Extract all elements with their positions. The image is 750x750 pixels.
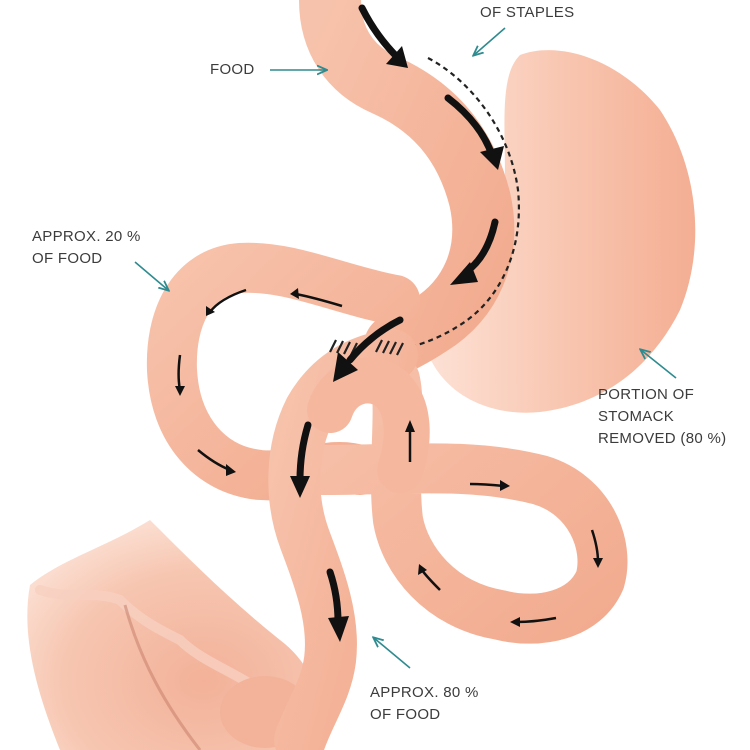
pointer-approx-20 bbox=[134, 261, 168, 290]
flow-arrow bbox=[333, 316, 404, 382]
flow-arrow-small bbox=[510, 616, 557, 627]
colon bbox=[27, 520, 320, 750]
staple-line bbox=[404, 57, 520, 350]
label-removed-line2: STOMACK bbox=[598, 408, 675, 425]
limb-80-percent-loop bbox=[295, 355, 628, 644]
flow-arrow bbox=[358, 4, 408, 68]
flow-arrow bbox=[450, 218, 499, 285]
flow-arrow bbox=[290, 421, 312, 498]
label-food-text: FOOD bbox=[210, 61, 255, 78]
upper-bridge-loop bbox=[307, 357, 430, 493]
label-food: FOOD bbox=[210, 59, 255, 81]
label-approx-20-line1: APPROX. 20 % bbox=[32, 228, 141, 245]
pointer-removed bbox=[641, 350, 677, 379]
flow-arrow-small bbox=[206, 288, 247, 316]
flow-arrow-small bbox=[175, 354, 185, 396]
label-staples: OF STAPLES bbox=[480, 2, 574, 24]
label-approx-80: APPROX. 80 % OF FOOD bbox=[370, 682, 479, 726]
flow-arrow-small bbox=[405, 420, 415, 462]
pointer-lines bbox=[134, 27, 677, 669]
flow-arrow-small bbox=[290, 288, 343, 308]
stomach-pouch bbox=[299, 0, 515, 376]
label-removed-line1: PORTION OF bbox=[598, 386, 695, 403]
flow-arrow-small bbox=[197, 449, 236, 476]
label-removed: PORTION OF STOMACK REMOVED (80 %) bbox=[598, 384, 726, 450]
anastomosis-hatch bbox=[329, 339, 404, 356]
label-staples-text: OF STAPLES bbox=[480, 4, 575, 21]
flow-arrow-small bbox=[590, 529, 603, 568]
label-removed-line3: REMOVED (80 %) bbox=[598, 430, 727, 447]
flow-arrow-small bbox=[418, 564, 441, 591]
flow-arrow bbox=[326, 568, 349, 642]
flow-arrows bbox=[175, 4, 603, 642]
pointer-approx-80 bbox=[374, 638, 411, 669]
flow-arrow bbox=[444, 94, 504, 170]
label-approx-80-line2: OF FOOD bbox=[370, 706, 441, 723]
label-approx-20-line2: OF FOOD bbox=[32, 250, 103, 267]
removed-stomach bbox=[425, 50, 696, 413]
label-approx-80-line1: APPROX. 80 % bbox=[370, 684, 479, 701]
pointer-staples bbox=[474, 27, 506, 55]
flow-arrow-small bbox=[469, 480, 510, 491]
label-approx-20: APPROX. 20 % OF FOOD bbox=[32, 226, 141, 270]
